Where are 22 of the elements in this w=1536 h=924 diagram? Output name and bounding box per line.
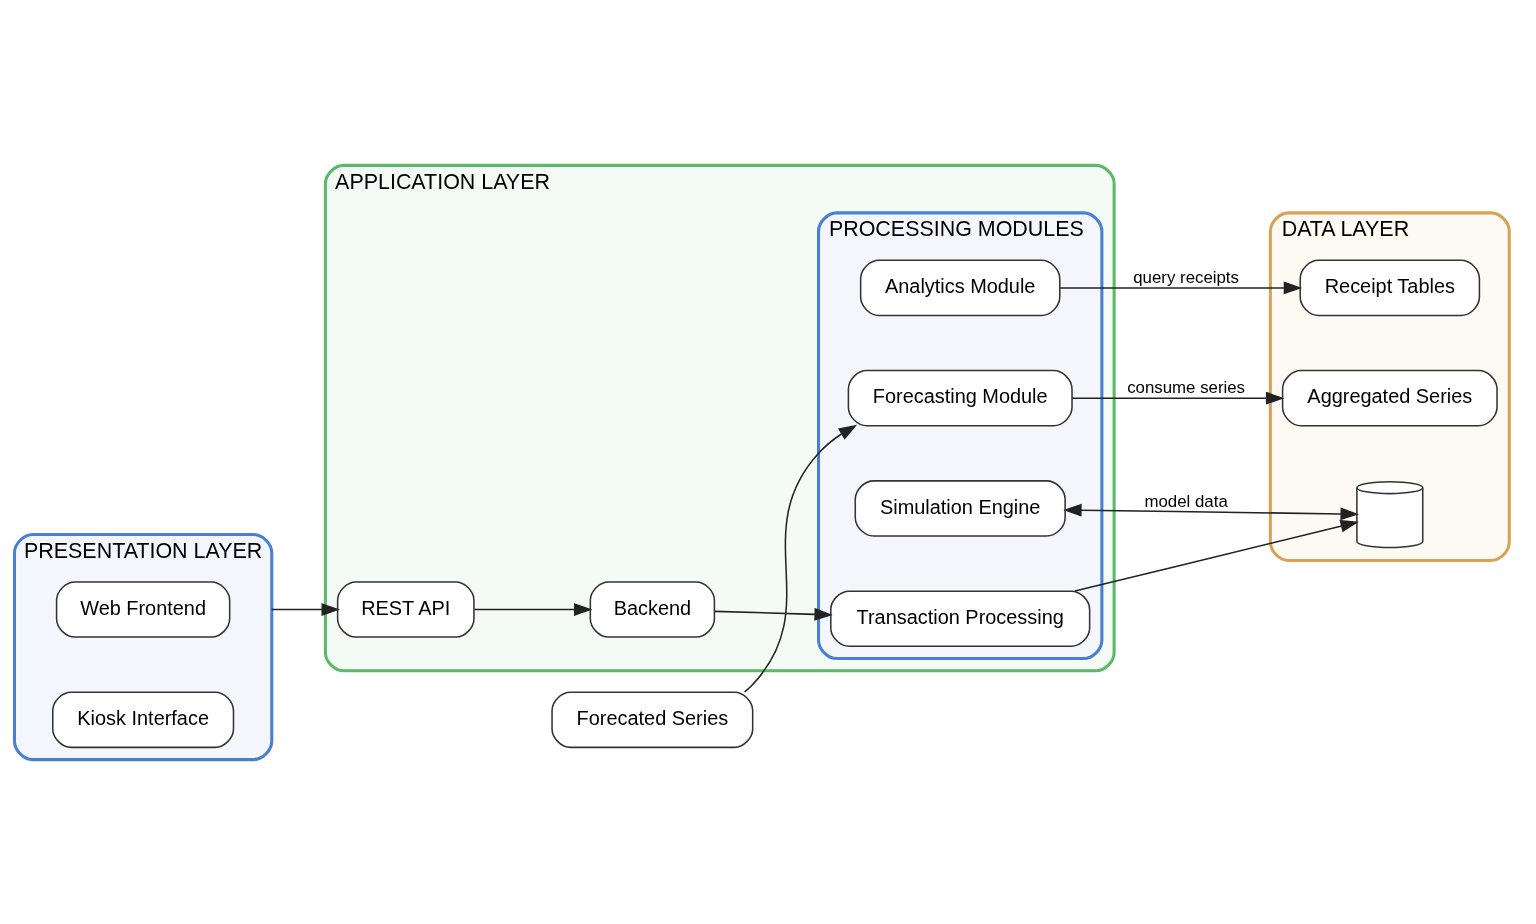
node-box: Aggregated Series xyxy=(1281,369,1498,426)
arrow xyxy=(473,602,593,616)
arrow xyxy=(714,607,833,621)
node-box: Simulation Engine xyxy=(854,479,1066,537)
node-box: Backend xyxy=(589,580,716,638)
arrow xyxy=(1063,503,1359,520)
arrow xyxy=(1071,391,1285,405)
arrow xyxy=(743,424,858,693)
edge-label: model data xyxy=(1144,491,1228,511)
node-box: REST API xyxy=(336,580,475,638)
arrow xyxy=(1059,280,1303,294)
edge-label: consume series xyxy=(1127,377,1246,397)
node-box: Analytics Module xyxy=(859,259,1061,316)
arrow xyxy=(271,602,340,616)
node-box: Forecasting Module xyxy=(847,369,1073,426)
node-box: Forecated Series xyxy=(551,690,754,748)
arrow xyxy=(1074,519,1359,592)
node-box: Web Frontend xyxy=(55,580,231,638)
node-box: Transaction Processing xyxy=(830,589,1091,647)
node-box: Kiosk Interface xyxy=(52,690,235,748)
node-box: Receipt Tables xyxy=(1299,259,1481,316)
edge-label: query receipts xyxy=(1133,267,1239,287)
